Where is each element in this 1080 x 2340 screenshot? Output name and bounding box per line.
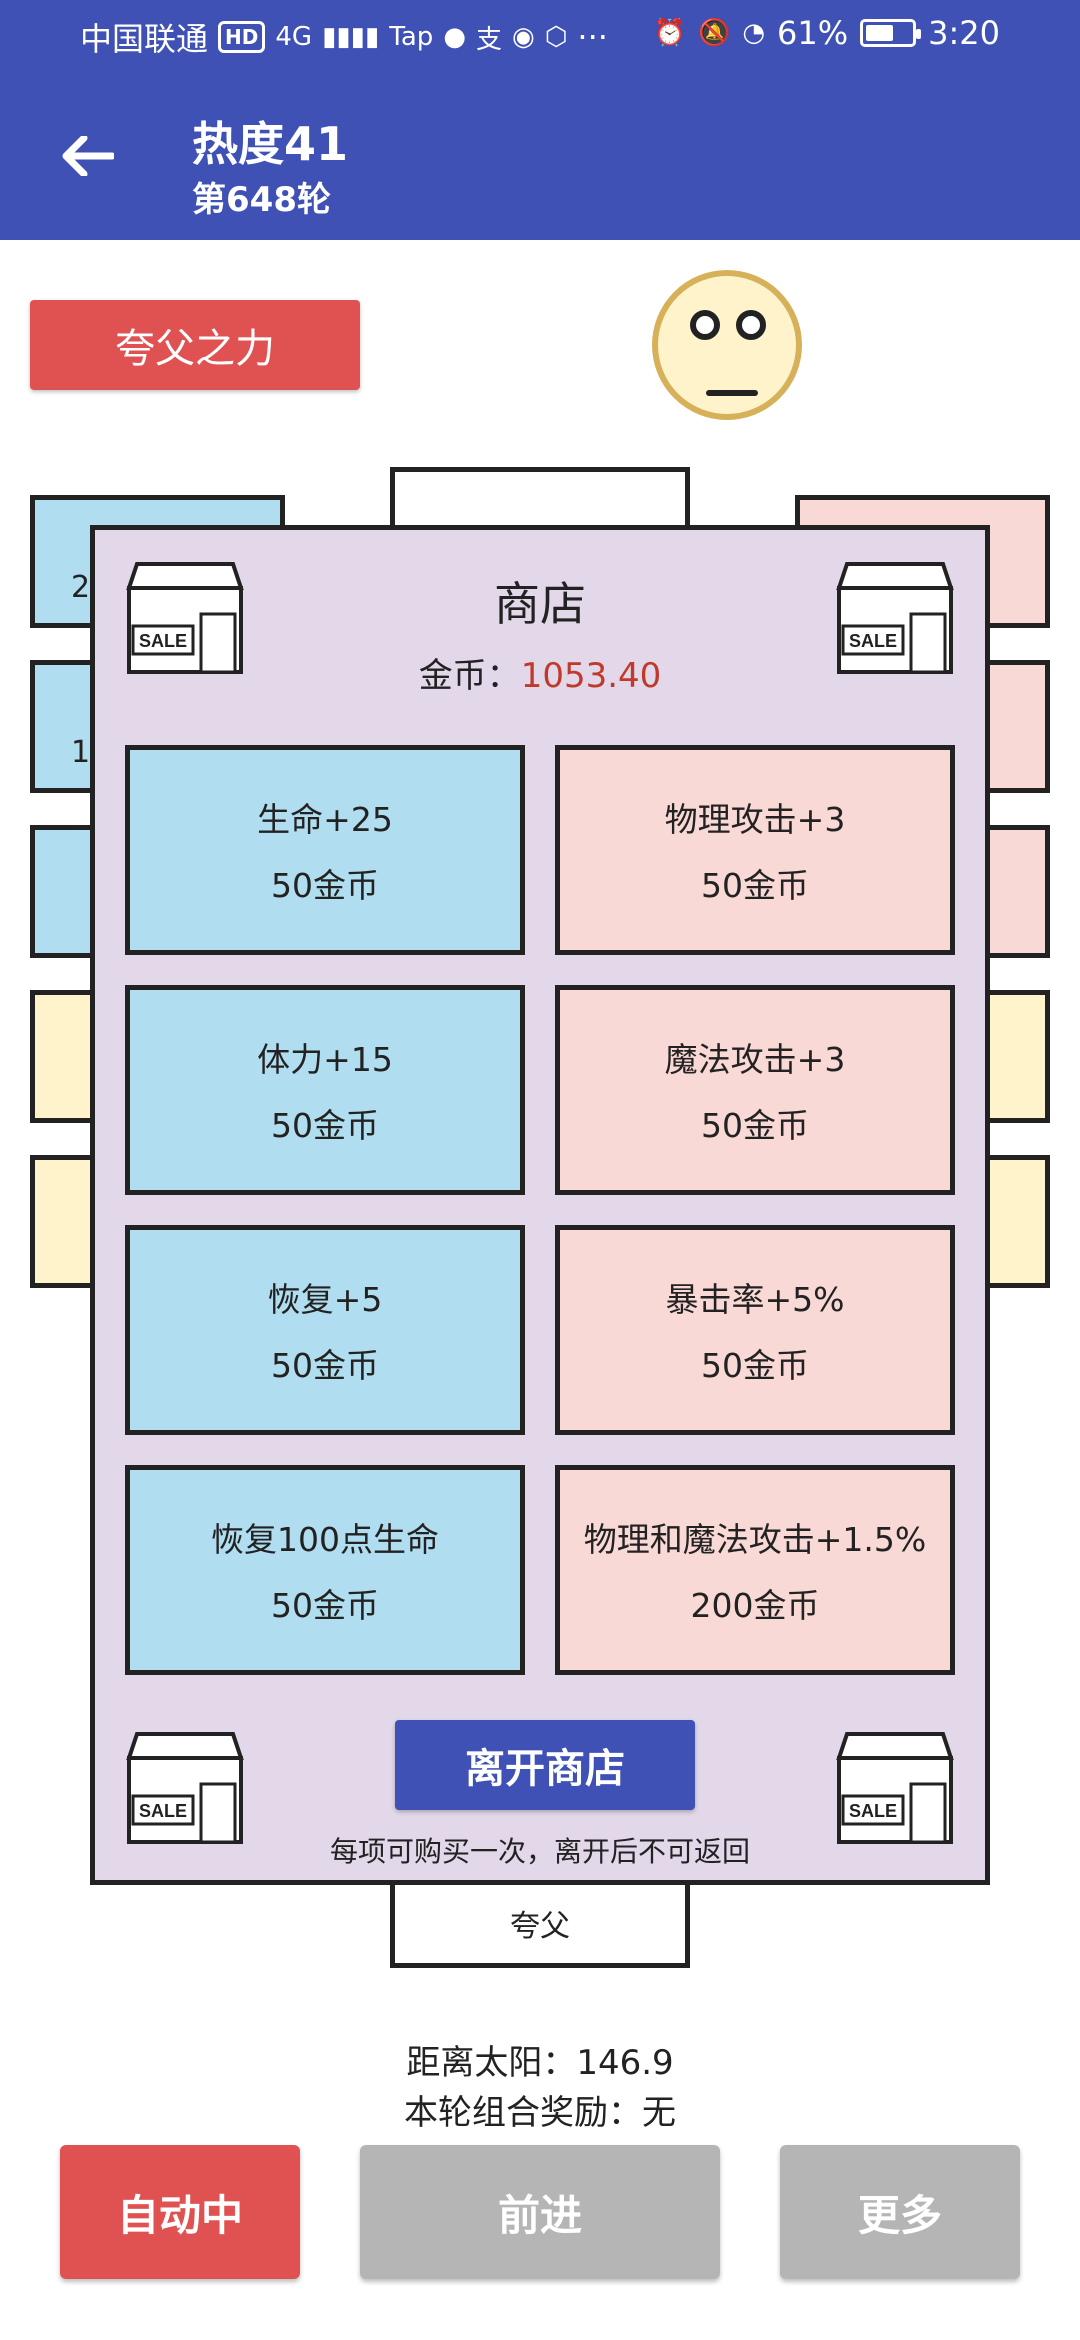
shop-item-name: 体力+15 [257,1040,393,1079]
speed-icon: ◔ [742,18,766,48]
shop-item-name: 物理攻击+3 [664,800,846,839]
round-combo-reward: 本轮组合奖励：无 [404,2093,676,2133]
hexagon-icon: ⬡ [544,22,568,52]
store-sale-icon: SALE [836,562,954,674]
mute-icon: 🔕 [697,18,731,48]
gold-label: 金币： [418,656,521,696]
clock: 3:20 [928,14,1000,52]
leave-shop-button[interactable]: 离开商店 [395,1720,695,1810]
shop-item-crit-rate[interactable]: 暴击率+5% 50金币 [555,1225,955,1435]
status-bar-right: ⏰ 🔕 ◔ 61% 3:20 [654,14,1000,52]
shop-item-recovery[interactable]: 恢复+5 50金币 [125,1225,525,1435]
gold-value: 1053.40 [520,656,662,696]
shop-item-price: 50金币 [701,1106,809,1145]
carrier-label: 中国联通 [80,20,209,58]
shop-item-name: 暴击率+5% [665,1280,845,1319]
shop-item-name: 恢复+5 [267,1280,383,1319]
distance-to-sun: 距离太阳：146.9 [406,2043,674,2083]
page-title: 热度41 [192,117,349,171]
player-face-avatar [652,270,802,420]
shop-item-name: 物理和魔法攻击+1.5% [583,1520,927,1559]
battery-percent: 61% [777,14,849,52]
shop-item-magic-attack[interactable]: 魔法攻击+3 50金币 [555,985,955,1195]
hd-icon: HD [218,21,266,53]
more-notifications-icon: ··· [577,18,608,56]
shop-item-price: 50金币 [271,1586,379,1625]
weibo-icon: ◉ [512,22,535,52]
shop-item-name: 恢复100点生命 [211,1520,439,1559]
board-cell-left-2-text: 1 [71,735,91,770]
shop-item-hp[interactable]: 生命+25 50金币 [125,745,525,955]
face-eye-left [690,310,720,340]
shop-item-price: 50金币 [271,1346,379,1385]
gold-balance: 金币：1053.40 [95,648,985,697]
shop-item-price: 50金币 [271,866,379,905]
signal-icon: ▮▮▮▮ [322,22,380,52]
face-mouth [706,390,758,396]
battery-fill [866,25,893,41]
svg-text:SALE: SALE [849,631,897,651]
svg-text:SALE: SALE [849,1801,897,1821]
store-sale-icon: SALE [836,1732,954,1844]
alarm-icon: ⏰ [653,18,686,48]
shop-dialog: SALE SALE SALE SALE 商店 金币：1053.40 生命+25 … [90,525,990,1885]
more-button[interactable]: 更多 [780,2145,1020,2279]
shop-title: 商店 [494,577,586,631]
battery-icon [860,19,922,47]
shop-item-price: 50金币 [701,1346,809,1385]
shop-item-price: 200金币 [690,1586,820,1625]
svg-text:SALE: SALE [139,1801,187,1821]
store-sale-icon: SALE [126,1732,244,1844]
shop-item-price: 50金币 [701,866,809,905]
face-eye-right [736,310,766,340]
shop-item-price: 50金币 [271,1106,379,1145]
tap-icon: Tap [389,22,434,52]
network-label: 4G [275,22,313,52]
svg-text:SALE: SALE [139,631,187,651]
chat-bubble-icon: ● [443,22,466,52]
shop-item-stamina[interactable]: 体力+15 50金币 [125,985,525,1195]
shop-item-physical-attack[interactable]: 物理攻击+3 50金币 [555,745,955,955]
forward-button[interactable]: 前进 [360,2145,720,2279]
shop-item-name: 生命+25 [257,800,393,839]
round-subtitle: 第648轮 [192,180,331,220]
back-arrow-icon[interactable] [58,126,118,186]
alipay-icon: 支 [476,24,503,55]
store-sale-icon: SALE [126,562,244,674]
board-cell-bottom-text: 夸父 [510,1909,570,1944]
shop-note: 每项可购买一次，离开后不可返回 [329,1835,750,1868]
board-cell-left-1-text: 2 [71,570,91,605]
kuafu-power-button[interactable]: 夸父之力 [30,300,360,390]
auto-button[interactable]: 自动中 [60,2145,300,2279]
app-bar: 中国联通 HD 4G ▮▮▮▮ Tap ● 支 ◉ ⬡ ··· ⏰ 🔕 ◔ 61… [0,0,1080,240]
status-bar-left: 中国联通 HD 4G ▮▮▮▮ Tap ● 支 ◉ ⬡ ··· [80,14,608,60]
shop-item-attack-percent[interactable]: 物理和魔法攻击+1.5% 200金币 [555,1465,955,1675]
board-cell-bottom-kuafu: 夸父 [390,1878,690,1968]
shop-item-name: 魔法攻击+3 [664,1040,846,1079]
shop-item-restore-hp[interactable]: 恢复100点生命 50金币 [125,1465,525,1675]
